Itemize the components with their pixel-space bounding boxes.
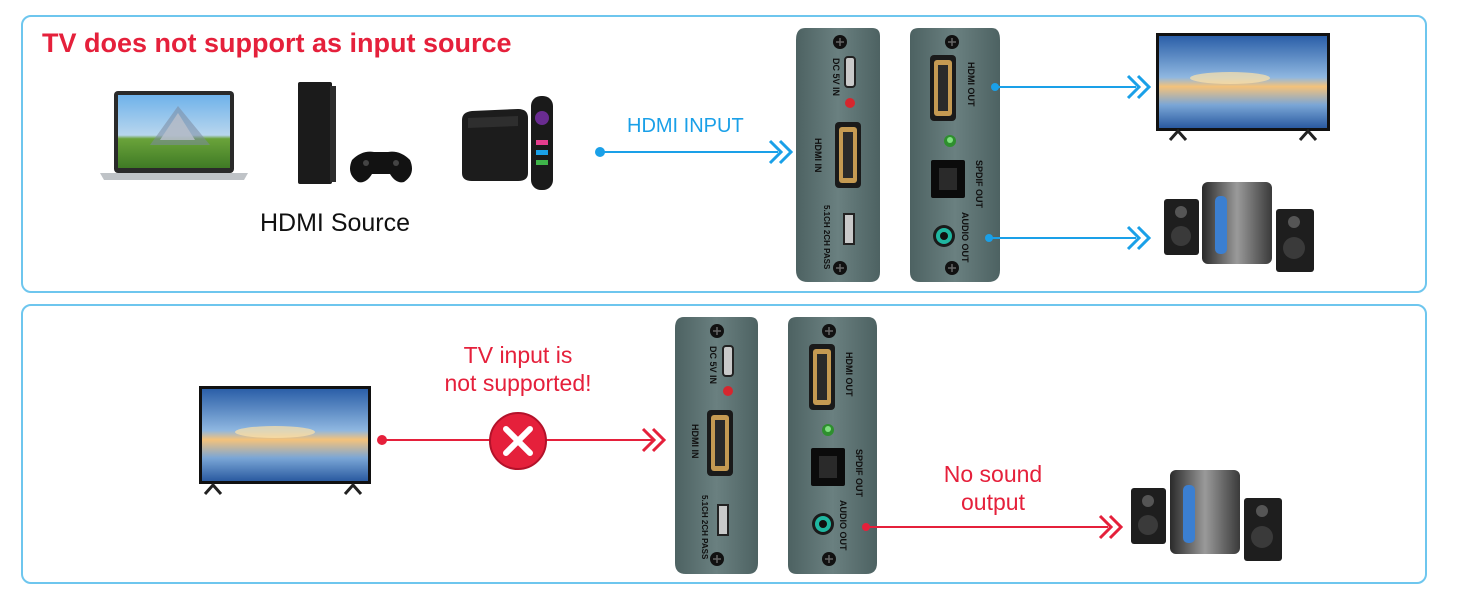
tv-input-warning: TV input is not supported! bbox=[413, 341, 623, 397]
no-sound-arrow bbox=[862, 514, 1124, 540]
laptop-icon bbox=[100, 91, 248, 180]
pass-switch-label: 5.1CH 2CH PASS bbox=[700, 495, 709, 560]
dc-in-label: DC 5V IN bbox=[708, 346, 718, 384]
error-x-icon bbox=[489, 412, 547, 470]
hdmi-out-arrow bbox=[991, 74, 1152, 100]
hdmi-in-label: HDMI IN bbox=[813, 138, 823, 173]
pass-switch-label: 5.1CH 2CH PASS bbox=[822, 205, 831, 270]
tv-icon bbox=[199, 386, 371, 495]
audio-out-label: AUDIO OUT bbox=[838, 500, 848, 551]
extractor-output-side-bottom: HDMI OUT SPDIF OUT AUDIO OUT bbox=[788, 317, 877, 574]
top-panel-title: TV does not support as input source bbox=[42, 28, 512, 58]
hdmi-input-label: HDMI INPUT bbox=[627, 115, 744, 137]
hdmi-in-label: HDMI IN bbox=[690, 424, 700, 459]
tv-warning-line-1: TV input is bbox=[463, 342, 573, 368]
extractor-input-side-bottom: DC 5V IN HDMI IN 5.1CH 2CH PASS bbox=[675, 317, 758, 574]
tv-warning-line-2: not supported! bbox=[444, 370, 592, 396]
hdmi-out-label: HDMI OUT bbox=[844, 352, 854, 397]
speaker-system-icon bbox=[1164, 182, 1314, 272]
hdmi-source-label: HDMI Source bbox=[260, 209, 411, 237]
audio-out-arrow bbox=[985, 225, 1152, 251]
dc-in-label: DC 5V IN bbox=[831, 58, 841, 96]
sound-warning-line-1: No sound bbox=[943, 461, 1043, 487]
remote-icon bbox=[531, 96, 553, 190]
no-sound-warning: No sound output bbox=[908, 460, 1078, 516]
extractor-output-side-top: HDMI OUT SPDIF OUT AUDIO OUT bbox=[910, 28, 1000, 282]
hdmi-input-arrow bbox=[595, 139, 794, 165]
sound-warning-line-2: output bbox=[961, 489, 1025, 515]
audio-out-label: AUDIO OUT bbox=[960, 212, 970, 263]
tv-icon bbox=[1156, 33, 1330, 141]
game-console-icon bbox=[298, 82, 412, 184]
streaming-box-icon bbox=[462, 109, 528, 181]
speaker-system-icon bbox=[1131, 470, 1282, 561]
spdif-out-label: SPDIF OUT bbox=[854, 449, 864, 498]
spdif-out-label: SPDIF OUT bbox=[974, 160, 984, 209]
extractor-input-side-top: DC 5V IN HDMI IN 5.1CH 2CH PASS bbox=[796, 28, 880, 282]
hdmi-out-label: HDMI OUT bbox=[966, 62, 976, 107]
